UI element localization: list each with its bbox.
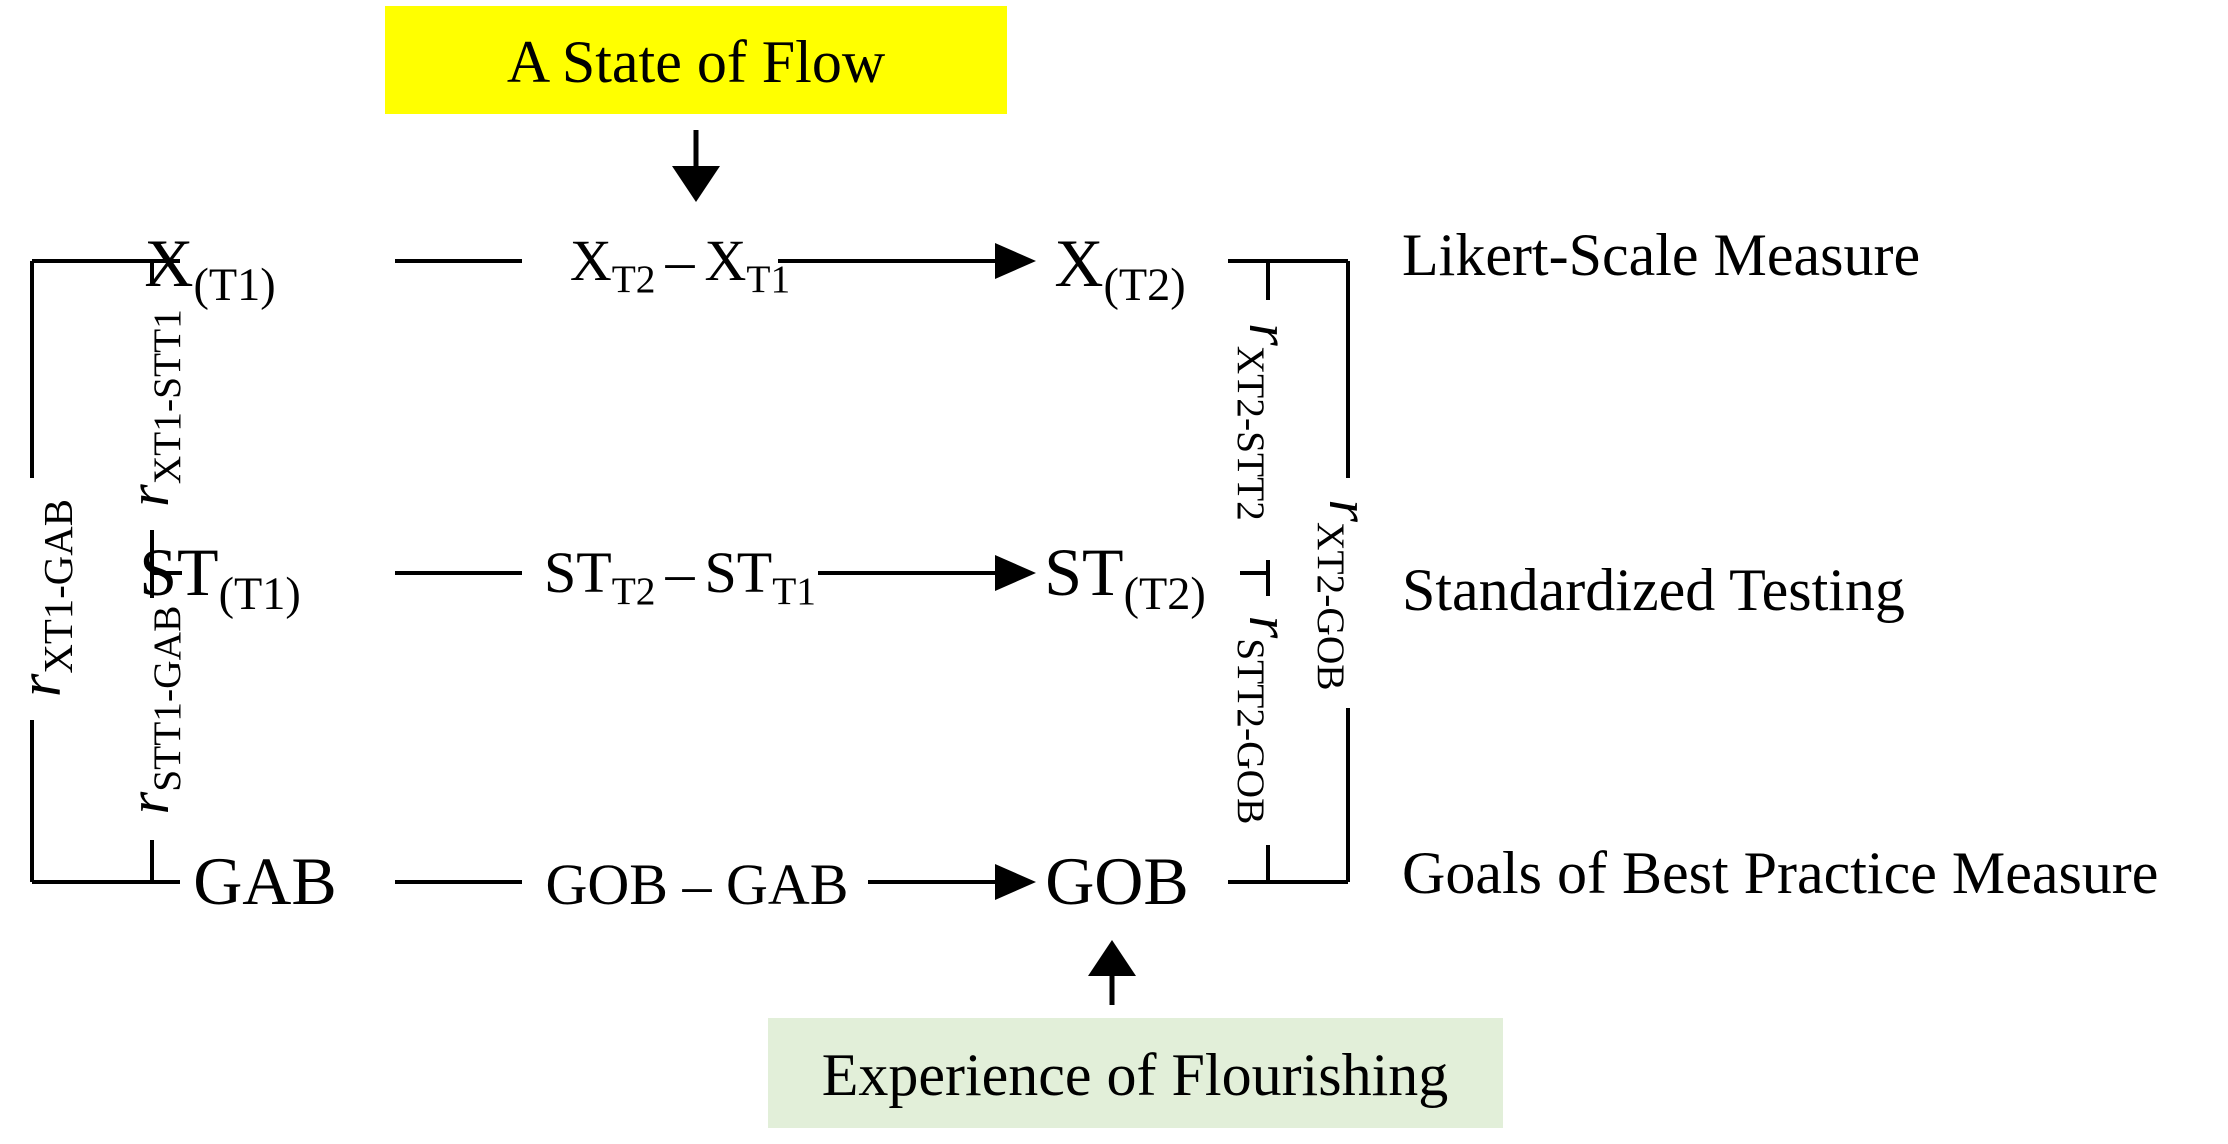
row-label-standardized: Standardized Testing bbox=[1402, 557, 1905, 623]
node-gob: GOB bbox=[1045, 843, 1189, 919]
corr-xt2-gob: rXT2-GOB bbox=[1309, 499, 1382, 690]
corr-stt1-gab: rSTT1-GAB bbox=[116, 606, 189, 815]
left-outer-bracket bbox=[30, 259, 180, 884]
corr-xt2-stt2: rXT2-STT2 bbox=[1229, 323, 1302, 521]
node-x-t2: X(T2) bbox=[1054, 225, 1185, 311]
flourish-box-label: Experience of Flourishing bbox=[822, 1042, 1449, 1108]
node-gab: GAB bbox=[193, 843, 337, 919]
row2-arrow bbox=[818, 555, 1036, 591]
corr-stt2-gob: rSTT2-GOB bbox=[1229, 616, 1302, 825]
diff-x: XT2–XT1 bbox=[570, 228, 790, 301]
flow-arrow bbox=[672, 130, 720, 202]
flourish-arrow bbox=[1088, 940, 1136, 1005]
right-inner-bracket bbox=[1240, 261, 1270, 882]
node-x-t1: X(T1) bbox=[144, 225, 275, 311]
right-outer-bracket bbox=[1228, 259, 1350, 884]
diff-st: STT2–STT1 bbox=[544, 540, 816, 613]
row-label-likert: Likert-Scale Measure bbox=[1402, 222, 1920, 288]
corr-xt1-gab: rXT1-GAB bbox=[7, 499, 81, 697]
row1-arrow bbox=[778, 243, 1036, 279]
row-label-goals: Goals of Best Practice Measure bbox=[1402, 840, 2158, 906]
corr-xt1-stt1: rXT1-STT1 bbox=[116, 309, 189, 507]
node-st-t2: ST(T2) bbox=[1044, 534, 1206, 620]
diff-goals: GOB – GAB bbox=[546, 852, 849, 917]
flourish-box bbox=[768, 1018, 1503, 1128]
flow-box-label: A State of Flow bbox=[507, 29, 886, 95]
row3-arrow bbox=[868, 864, 1036, 900]
flow-box bbox=[385, 6, 1007, 114]
left-inner-bracket bbox=[150, 261, 182, 882]
